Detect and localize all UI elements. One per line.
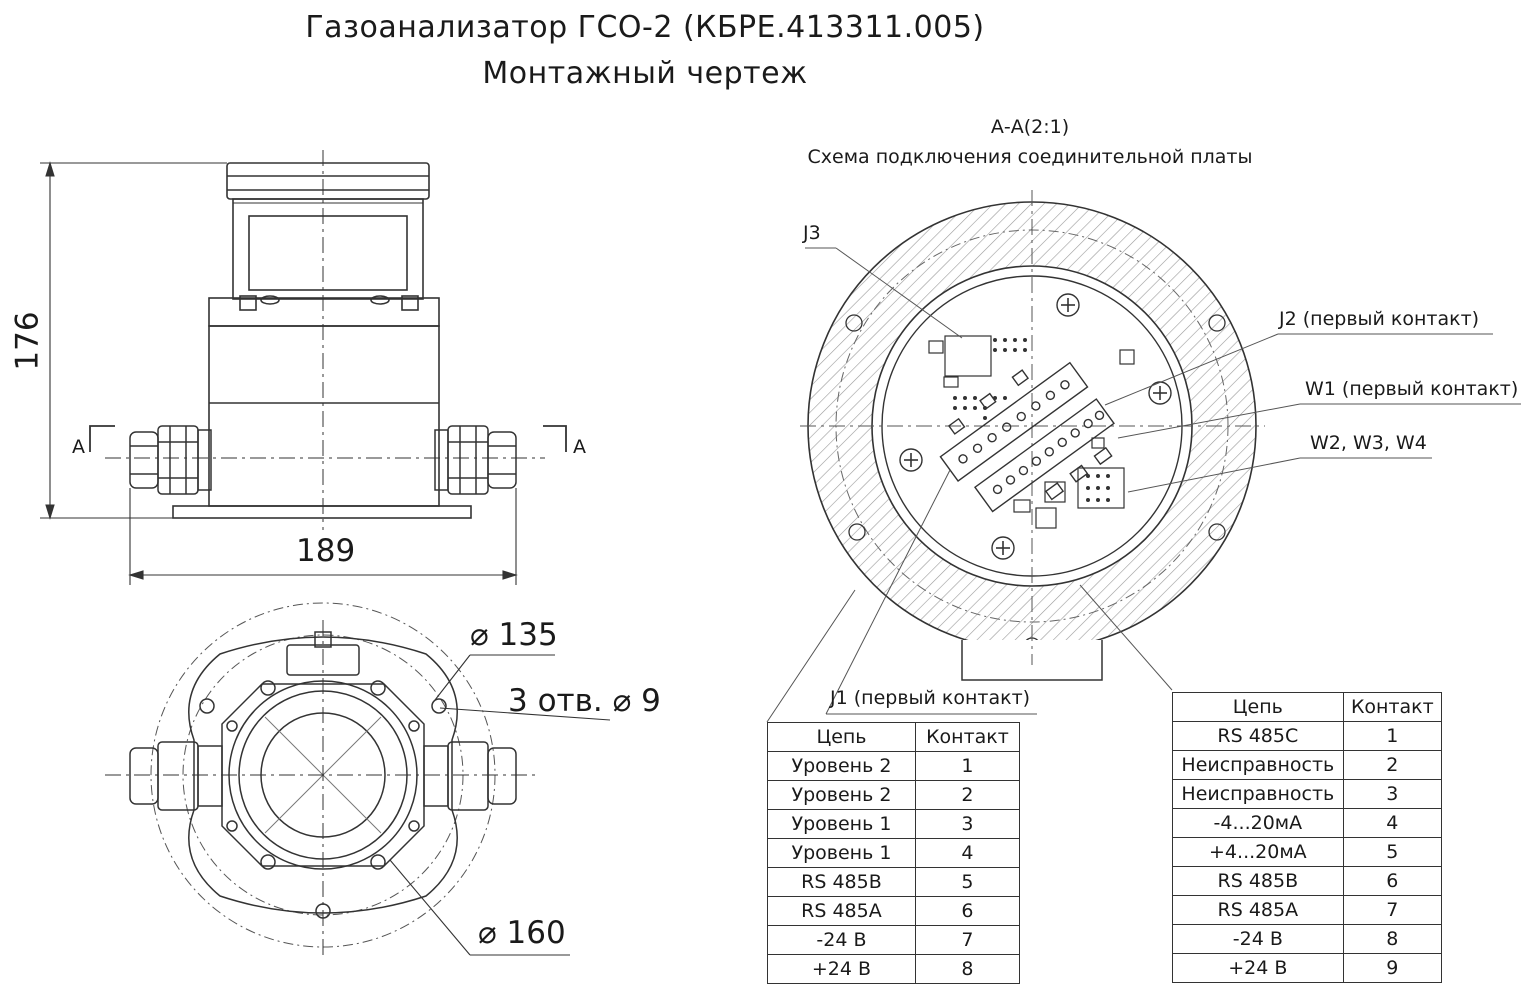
dim-height-value: 176 (9, 311, 46, 371)
table-cell-contact: 2 (1342, 750, 1443, 780)
dim-d160-value: 160 (506, 915, 566, 951)
plan-leaders (389, 654, 611, 956)
table-cell-circuit: Уровень 1 (767, 809, 916, 839)
table-cell-circuit: RS 485B (767, 867, 916, 897)
front-view (105, 150, 545, 530)
table-header-row: Цепь Контакт (1172, 692, 1443, 722)
table-cell-contact: 1 (1342, 721, 1443, 751)
callout-j3: J3 (803, 222, 821, 244)
table-cell-contact: 7 (914, 925, 1021, 955)
table-header-circuit: Цепь (767, 722, 916, 752)
table-cell-circuit: Неисправность (1172, 779, 1344, 809)
table-cell-contact: 5 (1342, 837, 1443, 867)
callout-w234: W2, W3, W4 (1310, 432, 1427, 454)
table-cell-circuit: +24 В (1172, 953, 1344, 983)
table-cell-contact: 3 (914, 809, 1021, 839)
dim-height-lines (40, 161, 227, 520)
table-cell-contact: 3 (1342, 779, 1443, 809)
callout-j2: J2 (первый контакт) (1279, 308, 1480, 330)
section-caption: Схема подключения соединительной платы (807, 146, 1253, 168)
table-cell-contact: 6 (914, 896, 1021, 926)
callout-j1: J1 (первый контакт) (830, 687, 1031, 709)
table-cell-circuit: Уровень 1 (767, 838, 916, 868)
table-cell-circuit: RS 485C (1172, 721, 1344, 751)
dim-holes: 3 отв. ⌀ 9 (508, 683, 661, 719)
section-marks (89, 425, 567, 452)
table-cell-contact: 8 (1342, 924, 1443, 954)
table-cell-contact: 1 (914, 751, 1021, 781)
table-header-row: Цепь Контакт (767, 722, 1021, 752)
dim-holes-prefix: 3 отв. (508, 683, 603, 719)
dim-d160: ⌀ 160 (478, 915, 566, 951)
table-cell-circuit: RS 485B (1172, 866, 1344, 896)
cable-gland-left (129, 425, 212, 495)
diameter-symbol: ⌀ (478, 915, 497, 951)
table-cell-circuit: RS 485A (767, 896, 916, 926)
table-cell-contact: 6 (1342, 866, 1443, 896)
table-cell-circuit: RS 485A (1172, 895, 1344, 925)
table-cell-circuit: -24 В (767, 925, 916, 955)
drawing-title: Газоанализатор ГСО-2 (КБРЕ.413311.005) (305, 10, 985, 45)
table-header-contact: Контакт (914, 722, 1021, 752)
table-cell-contact: 7 (1342, 895, 1443, 925)
dim-d135: ⌀ 135 (470, 617, 558, 653)
table-cell-contact: 4 (914, 838, 1021, 868)
section-mark-left: А (72, 436, 85, 458)
table-cell-contact: 8 (914, 954, 1021, 984)
table-cell-circuit: Уровень 2 (767, 780, 916, 810)
table-cell-contact: 4 (1342, 808, 1443, 838)
section-view (766, 190, 1521, 723)
plan-view (105, 602, 540, 955)
table-cell-contact: 5 (914, 867, 1021, 897)
table-header-circuit: Цепь (1172, 692, 1344, 722)
cable-gland-right (434, 425, 517, 495)
dim-width-value: 189 (296, 533, 356, 569)
dim-d135-value: 135 (498, 617, 558, 653)
table-cell-circuit: +4...20мА (1172, 837, 1344, 867)
diameter-symbol: ⌀ (612, 683, 632, 719)
table-cell-circuit: -24 В (1172, 924, 1344, 954)
table-header-contact: Контакт (1342, 692, 1443, 722)
table-cell-circuit: Неисправность (1172, 750, 1344, 780)
table-cell-contact: 2 (914, 780, 1021, 810)
table-cell-circuit: +24 В (767, 954, 916, 984)
table-cell-circuit: -4...20мА (1172, 808, 1344, 838)
callout-w1: W1 (первый контакт) (1305, 378, 1519, 400)
dim-holes-value: 9 (641, 683, 661, 719)
diameter-symbol: ⌀ (470, 617, 489, 653)
dim-width-lines (128, 488, 518, 585)
table-cell-contact: 9 (1342, 953, 1443, 983)
section-mark-right: А (573, 436, 586, 458)
drawing-subtitle: Монтажный чертеж (482, 56, 808, 91)
table-cell-circuit: Уровень 2 (767, 751, 916, 781)
section-label: А-А(2:1) (990, 116, 1070, 138)
